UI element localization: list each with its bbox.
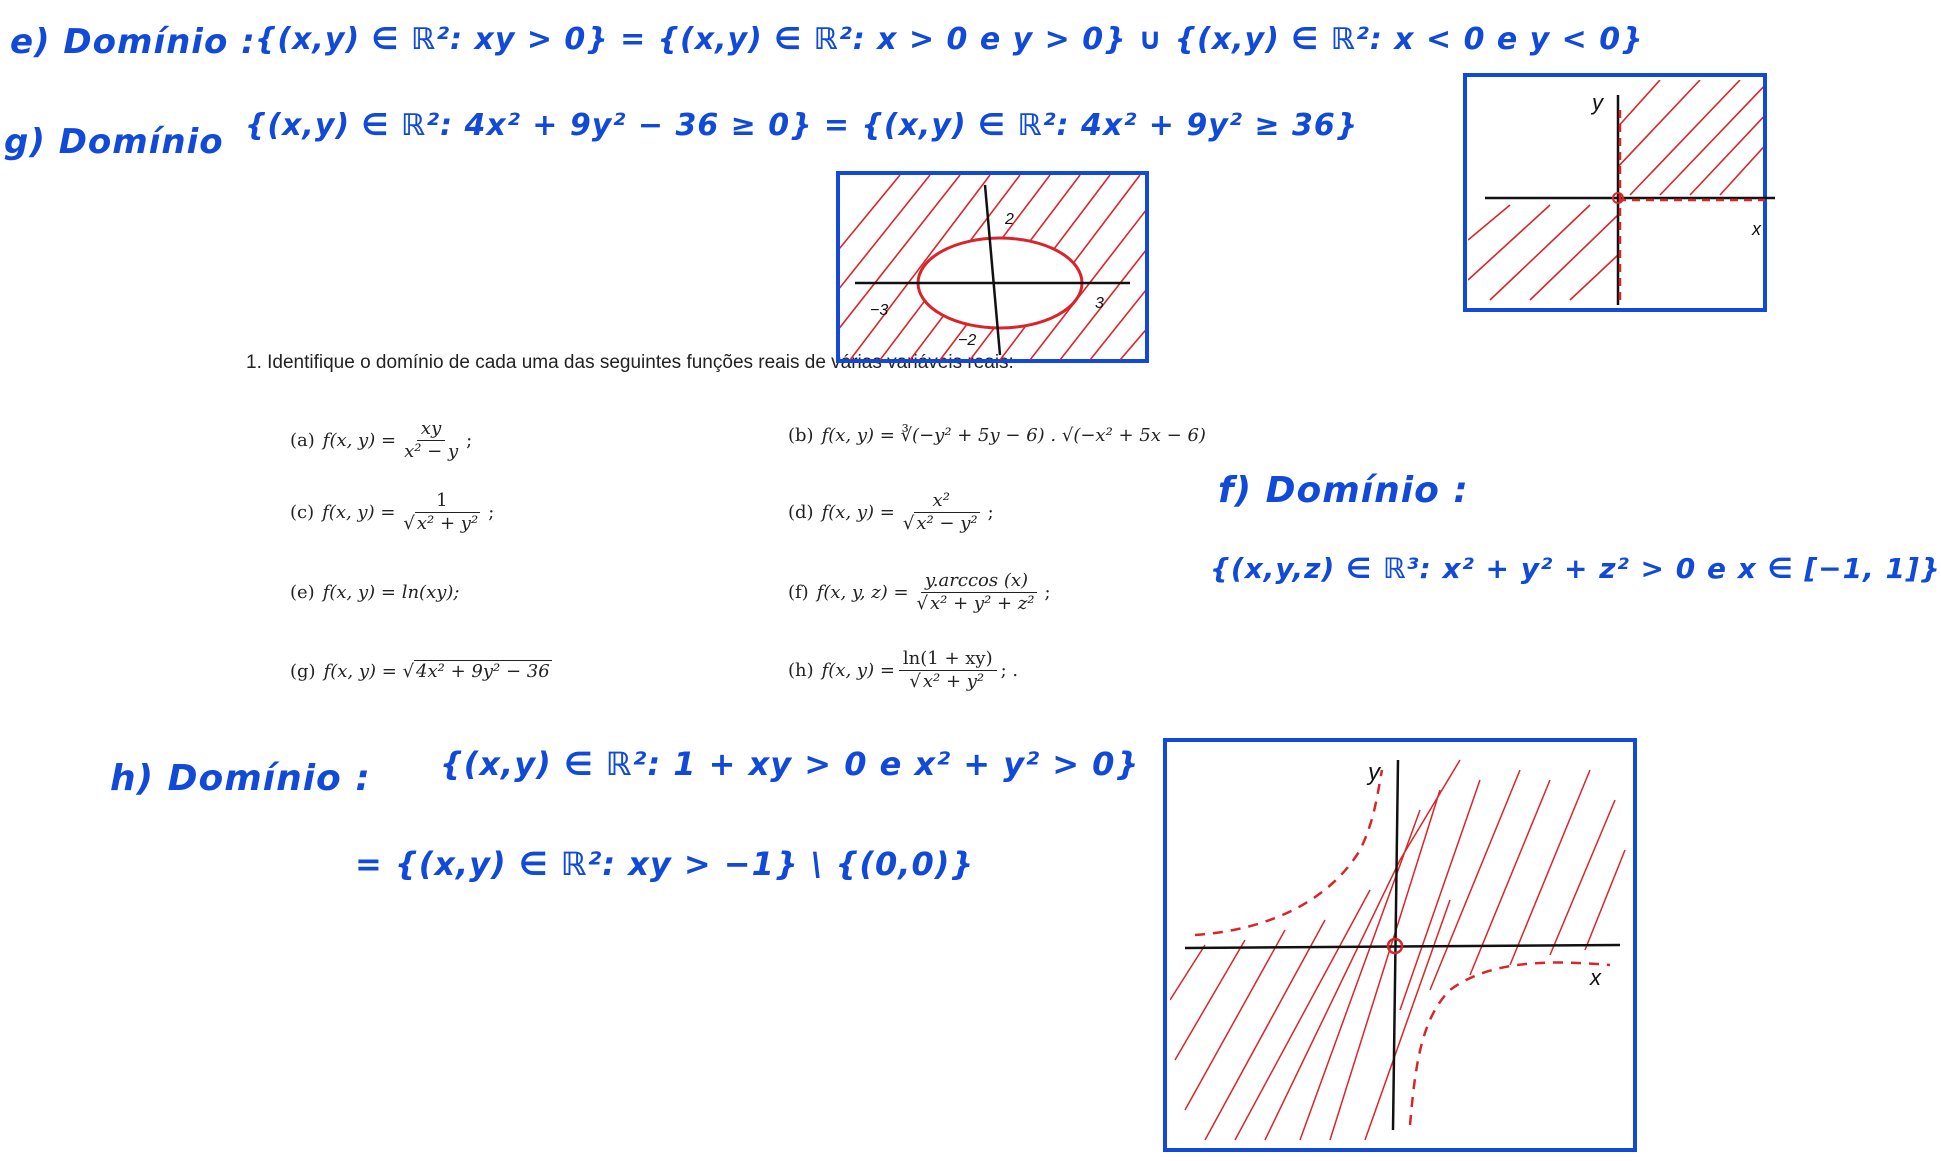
quadrant-y-label: y: [1590, 90, 1605, 115]
e-formula: f(x, y) = ln(xy);: [322, 582, 460, 603]
c-denominator: x² + y²: [414, 512, 481, 534]
exercise-header: 1. Identifique o domínio de cada uma das…: [246, 352, 1014, 373]
g-radicand: 4x² + 9y² − 36: [414, 660, 552, 682]
label-d: (d): [788, 502, 814, 523]
exercise-a: (a) f(x, y) = xy x² − y ;: [290, 418, 472, 463]
hyperbola-branch-upper: [1194, 769, 1384, 937]
quadrant-hatch-tr: [1618, 80, 1763, 196]
note-e-set: {(x,y) ∈ ℝ²: xy > 0} = {(x,y) ∈ ℝ²: x > …: [255, 22, 1644, 57]
a-numerator: xy: [416, 418, 446, 441]
d-fraction: x² √x² − y²: [899, 490, 984, 535]
a-fraction: xy x² − y: [400, 418, 462, 463]
ellipse-sketch: 2 −2 −3 3: [836, 171, 1149, 363]
b-formula: f(x, y) = ∛(−y² + 5y − 6) . √(−x² + 5x −…: [821, 425, 1206, 446]
label-b: (b): [788, 425, 814, 446]
hyperbola-x-label: x: [1589, 965, 1602, 990]
h-denominator: x² + y²: [920, 670, 987, 692]
a-lhs: f(x, y) =: [322, 430, 397, 451]
label-h: (h): [788, 660, 814, 681]
hyperbola-branch-lower: [1408, 961, 1611, 1126]
quadrant-frame: [1463, 73, 1767, 312]
label-e: (e): [290, 582, 315, 603]
c-fraction: 1 √x² + y²: [399, 490, 484, 535]
f-tail: ;: [1044, 582, 1051, 603]
note-e-label: e) Domínio :: [10, 22, 256, 62]
hyperbola-hatch: [1170, 759, 1626, 1141]
ellipse-hatch: [840, 175, 1145, 360]
ellipse-label-right: 3: [1095, 295, 1104, 312]
note-h-label: h) Domínio :: [110, 758, 371, 799]
label-c: (c): [290, 502, 315, 523]
f-numerator: y.arccos (x): [921, 570, 1033, 593]
c-denominator-wrap: √x² + y²: [403, 512, 481, 534]
a-denominator: x² − y: [404, 441, 459, 462]
d-denominator: x² − y²: [914, 512, 980, 534]
note-f-set: {(x,y,z) ∈ ℝ³: x² + y² + z² > 0 e x ∈ [−…: [1210, 552, 1941, 585]
quadrant-sketch: x y: [1463, 73, 1775, 312]
d-lhs: f(x, y) =: [821, 502, 895, 523]
hyperbola-y-label: y: [1366, 759, 1382, 786]
c-tail: ;: [488, 502, 495, 523]
note-h-line2: = {(x,y) ∈ ℝ²: xy > −1} \ {(0,0)}: [355, 845, 975, 883]
hyperbola-frame: [1163, 738, 1637, 1152]
exercise-b: (b) f(x, y) = ∛(−y² + 5y − 6) . √(−x² + …: [788, 425, 1206, 446]
h-fraction: ln(1 + xy) √x² + y²: [898, 648, 997, 693]
quadrant-hatch-bl: [1468, 204, 1618, 301]
f-denominator: x² + y² + z²: [928, 592, 1037, 614]
hyperbola-sketch: x y: [1163, 738, 1637, 1152]
exercise-d: (d) f(x, y) = x² √x² − y² ;: [788, 490, 994, 535]
label-a: (a): [290, 430, 315, 451]
hyperbola-y-axis: [1391, 759, 1400, 1131]
f-lhs: f(x, y, z) =: [816, 582, 909, 603]
d-numerator: x²: [928, 490, 954, 513]
h-tail: ; .: [1000, 660, 1019, 681]
h-lhs: f(x, y) =: [821, 660, 895, 681]
ellipse-label-bottom: −2: [958, 332, 976, 349]
note-g-label: g) Domínio: [4, 122, 224, 162]
exercise-c: (c) f(x, y) = 1 √x² + y² ;: [290, 490, 494, 535]
exercise-h: (h) f(x, y) = ln(1 + xy) √x² + y² ; .: [788, 648, 1018, 693]
hyperbola-origin-hole: [1386, 937, 1404, 955]
exercise-e: (e) f(x, y) = ln(xy);: [290, 582, 459, 603]
f-fraction: y.arccos (x) √x² + y² + z²: [913, 570, 1041, 615]
ellipse-label-left: −3: [870, 302, 888, 319]
label-f: (f): [788, 582, 809, 603]
label-g: (g): [290, 660, 316, 682]
ellipse-label-top: 2: [1004, 211, 1014, 228]
f-denominator-wrap: √x² + y² + z²: [916, 592, 1037, 614]
ellipse-y-axis: [983, 184, 1002, 356]
h-denominator-wrap: √x² + y²: [909, 670, 987, 692]
d-tail: ;: [987, 502, 994, 523]
d-denominator-wrap: √x² − y²: [902, 512, 980, 534]
exercise-g: (g) f(x, y) = √ 4x² + 9y² − 36: [290, 660, 552, 682]
a-tail: ;: [466, 430, 473, 451]
quadrant-x-label: x: [1751, 219, 1762, 239]
ellipse-frame: [836, 171, 1149, 363]
c-numerator: 1: [432, 490, 452, 513]
c-lhs: f(x, y) =: [322, 502, 396, 523]
h-numerator: ln(1 + xy): [898, 648, 997, 671]
note-h-line1: {(x,y) ∈ ℝ²: 1 + xy > 0 e x² + y² > 0}: [440, 745, 1140, 783]
quadrant-origin: [1612, 192, 1624, 204]
note-f-label: f) Domínio :: [1218, 470, 1469, 511]
g-lhs: f(x, y) = √: [323, 660, 415, 682]
exercise-f: (f) f(x, y, z) = y.arccos (x) √x² + y² +…: [788, 570, 1051, 615]
note-g-set: {(x,y) ∈ ℝ²: 4x² + 9y² − 36 ≥ 0} = {(x,y…: [245, 108, 1359, 143]
